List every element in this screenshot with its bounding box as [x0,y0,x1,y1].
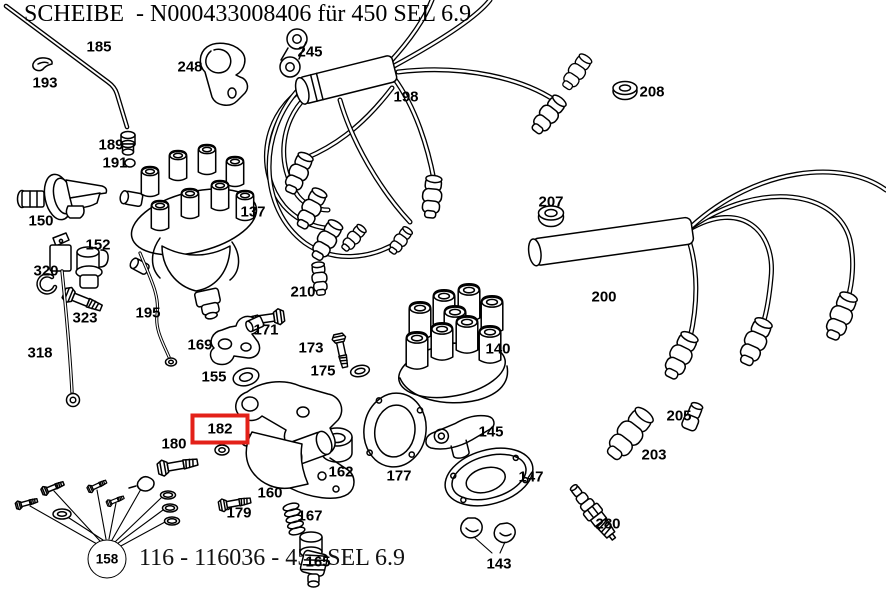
part-label-147[interactable]: 147 [518,468,544,486]
part-label-207[interactable]: 207 [538,193,564,211]
part-label-150[interactable]: 150 [28,212,54,230]
part-185-art [3,3,130,130]
part-137-art [119,143,258,320]
part-label-175[interactable]: 175 [310,362,336,380]
part-label-191[interactable]: 191 [102,154,128,172]
part-label-165[interactable]: 165 [305,553,331,571]
part-label-140[interactable]: 140 [485,340,511,358]
part-318-art [49,232,81,408]
part-label-193[interactable]: 193 [32,74,58,92]
part-248-art [199,42,249,106]
part-175-art [349,364,371,378]
part-label-152[interactable]: 152 [85,236,111,254]
part-169-art [209,315,265,366]
part-label-205[interactable]: 205 [666,407,692,425]
part-label-177[interactable]: 177 [386,467,412,485]
part-label-162[interactable]: 162 [328,463,354,481]
part-191-art [124,158,136,168]
part-label-180[interactable]: 180 [161,435,187,453]
part-195-art [138,251,178,367]
part-245-art [279,28,308,78]
part-150-art [16,173,108,221]
part-147-art [444,447,534,507]
part-label-185[interactable]: 185 [86,38,112,56]
part-label-320[interactable]: 320 [33,262,59,280]
part-label-167[interactable]: 167 [297,507,323,525]
part-label-173[interactable]: 173 [298,339,324,357]
part-177-art [363,392,427,468]
part-label-182[interactable]: 182 [190,413,250,445]
part-140-art [398,282,509,404]
part-165-art [299,531,329,588]
footer-text: 116 - 116036 - 450 SEL 6.9 [139,545,405,571]
part-label-323[interactable]: 323 [72,309,98,327]
part-182-art [214,444,230,456]
page-title: SCHEIBE - N000433008406 für 450 SEL 6.9 [24,1,472,27]
part-167-art [282,502,306,536]
part-143-art [460,517,516,554]
part-label-195[interactable]: 195 [135,304,161,322]
part-label-158[interactable]: 158 [87,539,127,579]
part-label-245[interactable]: 245 [297,43,323,61]
part-208-art [612,80,638,101]
part-label-198[interactable]: 198 [393,88,419,106]
part-label-179[interactable]: 179 [226,504,252,522]
part-280-art [569,483,617,541]
part-label-318[interactable]: 318 [27,344,53,362]
part-205-art [681,401,704,432]
part-label-189[interactable]: 189 [98,136,124,154]
part-198-art [263,0,596,265]
part-152-art [75,246,109,289]
part-200-art [527,169,886,383]
part-label-137[interactable]: 137 [240,203,266,221]
part-207-art [537,205,565,228]
part-label-280[interactable]: 280 [595,515,621,533]
part-155-art [232,367,260,387]
part-label-143[interactable]: 143 [486,555,512,573]
part-label-145[interactable]: 145 [478,423,504,441]
part-160-art [235,380,355,500]
part-145-art [425,414,495,459]
part-label-171[interactable]: 171 [253,321,279,339]
part-label-200[interactable]: 200 [591,288,617,306]
part-label-248[interactable]: 248 [177,58,203,76]
part-189-art [120,130,136,156]
part-320-art [36,273,58,295]
part-label-208[interactable]: 208 [639,83,665,101]
part-label-155[interactable]: 155 [201,368,227,386]
part-label-210[interactable]: 210 [290,283,316,301]
part-label-169[interactable]: 169 [187,336,213,354]
part-label-160[interactable]: 160 [257,484,283,502]
part-label-203[interactable]: 203 [641,446,667,464]
part-158-art [14,475,181,548]
part-193-art [32,57,53,72]
